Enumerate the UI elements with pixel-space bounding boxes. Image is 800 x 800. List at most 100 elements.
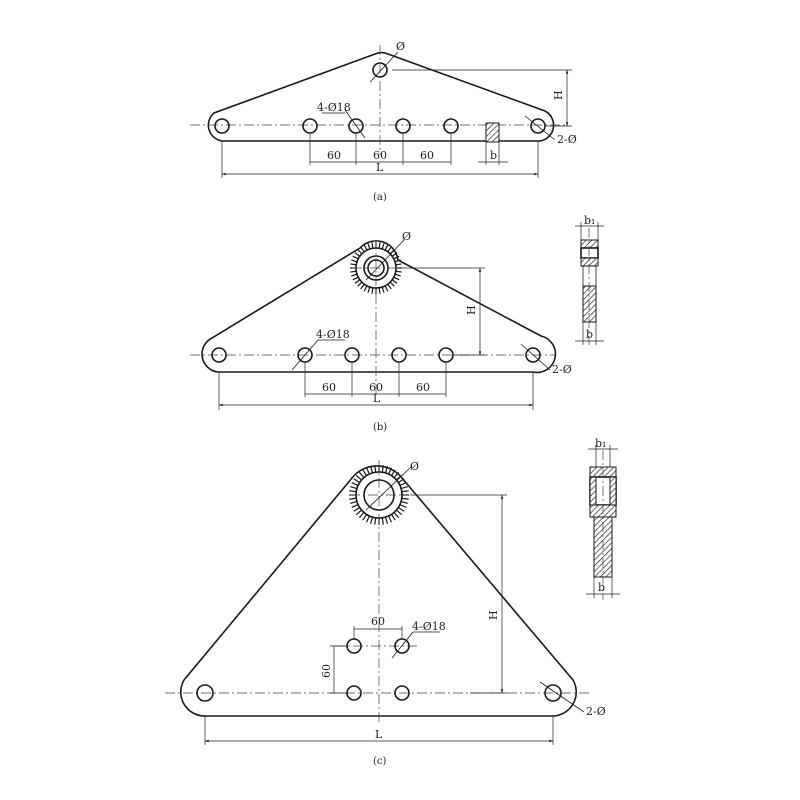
caption-c: (c) [373, 756, 387, 767]
plate-outline-b [201, 240, 557, 374]
section-b1-label-c: b₁ [595, 437, 606, 450]
serration-tooth [351, 273, 358, 277]
serration-tooth [400, 500, 408, 505]
spacing-label-b-3: 60 [416, 381, 430, 394]
serration-tooth [398, 478, 405, 484]
serration-tooth [349, 490, 357, 493]
serration-tooth [350, 270, 357, 273]
serration-tooth [351, 481, 359, 486]
serration-tooth [367, 286, 371, 293]
diameter-label-b: Ø [402, 230, 411, 243]
serration-tooth [401, 490, 409, 493]
length-label-b: L [373, 392, 381, 405]
serration-tooth [394, 259, 401, 263]
end-holes-label-b: 2-Ø [552, 363, 572, 376]
serration-tooth [378, 242, 381, 249]
serration-tooth [391, 279, 398, 284]
serration-tooth [369, 466, 374, 474]
serration-tooth [350, 485, 358, 490]
serration-tooth [378, 287, 381, 294]
serration-tooth [393, 471, 400, 479]
serration-tooth [390, 514, 396, 521]
height-label-c: H [487, 610, 500, 620]
spacing-label-a-3: 60 [420, 149, 434, 162]
serration-tooth [400, 485, 408, 490]
serration-tooth [374, 465, 377, 473]
serration-tooth [362, 514, 368, 521]
end-holes-label-a: 2-Ø [557, 133, 577, 146]
serration-tooth [399, 504, 407, 509]
serration-tooth [354, 279, 361, 284]
length-label-c: L [375, 728, 383, 741]
serration-tooth [358, 511, 365, 519]
serration-tooth [358, 471, 365, 479]
serration-tooth [389, 281, 395, 287]
serration-tooth [384, 516, 389, 524]
serration-tooth [365, 515, 370, 523]
serration-tooth [388, 515, 393, 523]
diameter-label-c: Ø [410, 460, 419, 473]
serration-tooth [355, 509, 363, 516]
spacing-label-c-2: 60 [320, 664, 333, 678]
side-section-c: b₁ b [586, 437, 620, 600]
serration-tooth [363, 285, 368, 292]
serration-tooth [390, 469, 396, 476]
plate-outline-c [179, 465, 577, 717]
serration-tooth [398, 506, 405, 512]
serration-tooth [371, 242, 374, 249]
serration-tooth [393, 511, 400, 519]
height-label-a: H [552, 90, 565, 100]
length-label-a: L [376, 161, 384, 174]
holes-label-c: 4-Ø18 [412, 620, 446, 633]
spacing-label-a-1: 60 [327, 149, 341, 162]
serration-tooth [395, 509, 403, 516]
serration-tooth [381, 465, 384, 473]
figure-b: Ø 4-Ø18 2-Ø H 60 60 60 L (b) [190, 214, 604, 433]
serration-tooth [387, 246, 392, 253]
serration-tooth [350, 500, 358, 505]
serration-tooth [395, 270, 402, 273]
serration-tooth [355, 474, 363, 481]
end-holes-label-c: 2-Ø [586, 705, 606, 718]
serration-tooth [393, 276, 400, 281]
diameter-label-a: Ø [396, 40, 405, 53]
holes-label-a: 4-Ø18 [317, 101, 351, 114]
serrated-ring-c [349, 465, 409, 525]
height-label-b: H [465, 305, 478, 315]
section-hatch-a [485, 122, 500, 143]
plate-outline-a [207, 51, 555, 142]
caption-a: (a) [373, 192, 387, 203]
serration-tooth [387, 283, 392, 290]
serration-tooth [381, 517, 384, 525]
serration-tooth [357, 249, 363, 255]
spacing-label-c-1: 60 [371, 615, 385, 628]
section-b-label-b: b [586, 328, 593, 341]
serration-tooth [395, 474, 403, 481]
serration-tooth [381, 243, 385, 250]
serration-tooth [374, 517, 377, 525]
serration-tooth [369, 516, 374, 524]
serration-tooth [365, 467, 370, 475]
serration-tooth [401, 497, 409, 500]
serration-tooth [391, 252, 398, 257]
figure-c: Ø 4-Ø18 2-Ø 60 60 H L (c) [165, 437, 620, 767]
serration-tooth [395, 263, 402, 266]
serration-tooth [351, 259, 358, 263]
serration-tooth [371, 287, 374, 294]
spacing-label-b-2: 60 [369, 381, 383, 394]
serration-tooth [357, 281, 363, 287]
spacing-label-a-2: 60 [373, 149, 387, 162]
width-label-a: b [490, 149, 497, 162]
section-b-label-c: b [598, 581, 605, 594]
figure-a: Ø 4-Ø18 2-Ø H 60 60 60 b L (a) [190, 40, 577, 203]
serration-tooth [353, 506, 360, 512]
holes-label-b: 4-Ø18 [316, 328, 350, 341]
spacing-label-b-1: 60 [322, 381, 336, 394]
serration-tooth [350, 263, 357, 266]
serration-tooth [384, 244, 389, 251]
serration-tooth [394, 273, 401, 277]
serration-tooth [352, 276, 359, 281]
serration-tooth [384, 285, 389, 292]
side-section-b: b₁ b [575, 214, 604, 345]
